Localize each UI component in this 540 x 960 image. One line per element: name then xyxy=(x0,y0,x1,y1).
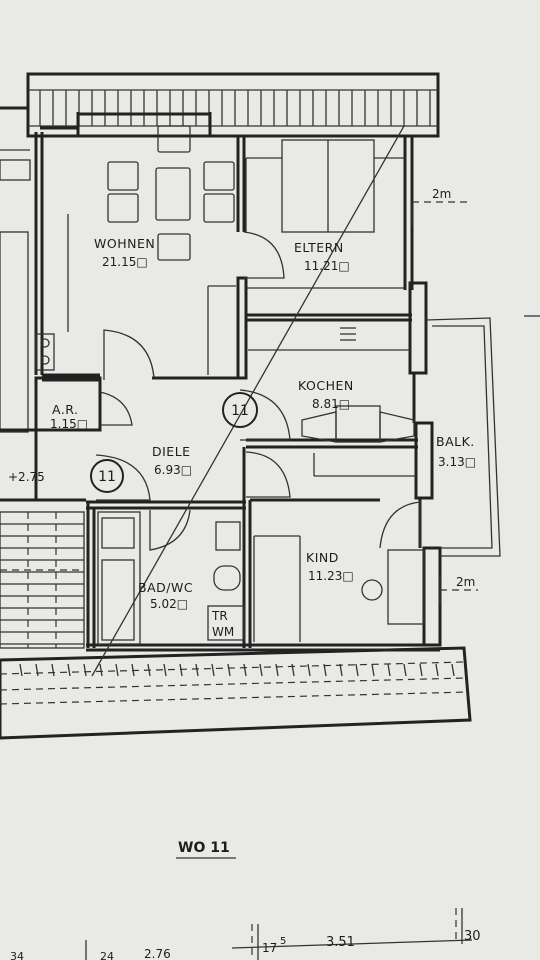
eave-tick xyxy=(323,663,327,677)
furniture-eltern xyxy=(245,139,405,289)
unit-marker-1: 11 xyxy=(222,392,258,428)
roof-band-top xyxy=(26,72,440,138)
furniture-wohnen xyxy=(35,125,236,375)
eave-tick xyxy=(195,663,199,677)
fixture-label-tr: TR xyxy=(211,609,228,623)
plan-title: WO 11 xyxy=(178,840,230,856)
dimension-bottom-left-c: 34 xyxy=(10,950,24,960)
stairwell xyxy=(0,428,86,649)
room-area-wohnen: 21.15□ xyxy=(102,255,148,269)
dimension-bottom-left-b: 24 xyxy=(100,950,114,960)
eave-tick xyxy=(211,663,215,677)
eave-tick xyxy=(339,663,343,677)
room-label-kochen: KOCHEN xyxy=(298,378,354,393)
furniture-kind xyxy=(253,453,425,642)
eave-tick xyxy=(451,663,455,677)
dimension-bottom-small-sup: 5 xyxy=(280,936,286,947)
unit-marker-1-label: 11 xyxy=(231,403,249,419)
eave-tick xyxy=(419,663,423,677)
room-area-diele: 6.93□ xyxy=(154,463,192,477)
room-label-diele: DIELE xyxy=(152,444,191,459)
dimension-lines xyxy=(85,201,540,960)
furniture-bad xyxy=(97,511,245,645)
eave-tick xyxy=(259,663,263,677)
dimension-bottom-mid: 3.51 xyxy=(326,935,355,950)
eave-tick xyxy=(35,663,39,677)
eave-tick xyxy=(307,663,311,677)
room-label-bad: BAD/WC xyxy=(138,580,193,595)
eave-tick xyxy=(51,663,55,677)
eave-tick xyxy=(227,663,231,677)
room-label-balk: BALK. xyxy=(436,434,475,449)
room-label-ar: A.R. xyxy=(52,402,79,417)
eave-tick xyxy=(147,663,151,677)
dimension-balcony-right: 2m xyxy=(456,575,475,589)
room-area-kochen: 8.81□ xyxy=(312,397,350,411)
room-label-kind: KIND xyxy=(306,550,339,565)
eave-tick xyxy=(131,663,135,677)
eave-tick xyxy=(99,663,103,677)
eave-tick xyxy=(179,663,183,677)
room-label-wohnen: WOHNEN xyxy=(94,236,155,251)
eave-tick xyxy=(435,663,439,677)
eave-tick xyxy=(403,663,407,677)
dimension-bottom-small: 17 xyxy=(262,941,277,955)
roof-band-bottom xyxy=(0,646,472,740)
room-area-bad: 5.02□ xyxy=(150,597,188,611)
doors xyxy=(95,231,421,551)
room-area-balk: 3.13□ xyxy=(438,455,476,469)
eave-tick xyxy=(83,663,87,677)
dimension-bottom-left-a: 2.76 xyxy=(144,947,171,960)
eave-tick xyxy=(275,663,279,677)
room-label-eltern: ELTERN xyxy=(294,240,344,255)
eave-tick xyxy=(291,663,295,677)
neighbour-left xyxy=(0,106,31,433)
room-area-ar: 1.15□ xyxy=(50,417,88,431)
stair-level: +2.75 xyxy=(8,470,45,484)
unit-marker-2: 11 xyxy=(90,459,124,493)
furniture-kochen xyxy=(248,327,415,443)
eave-tick xyxy=(243,663,247,677)
interior-walls xyxy=(34,136,418,648)
eave-tick xyxy=(163,663,167,677)
dimension-bottom-right: 30 xyxy=(464,929,481,944)
diagonal-reference-line xyxy=(91,125,405,677)
room-area-kind: 11.23□ xyxy=(308,569,354,583)
eave-tick xyxy=(371,663,375,677)
dimension-top-right: 2m xyxy=(432,187,451,201)
unit-marker-2-label: 11 xyxy=(98,469,116,485)
eave-tick xyxy=(355,663,359,677)
fixture-label-wm: WM xyxy=(212,625,234,639)
eave-tick xyxy=(67,663,71,677)
eave-tick xyxy=(115,663,119,677)
room-area-eltern: 11.21□ xyxy=(304,259,350,273)
eave-tick xyxy=(19,663,23,677)
eave-tick xyxy=(387,663,391,677)
balcony xyxy=(425,317,501,557)
